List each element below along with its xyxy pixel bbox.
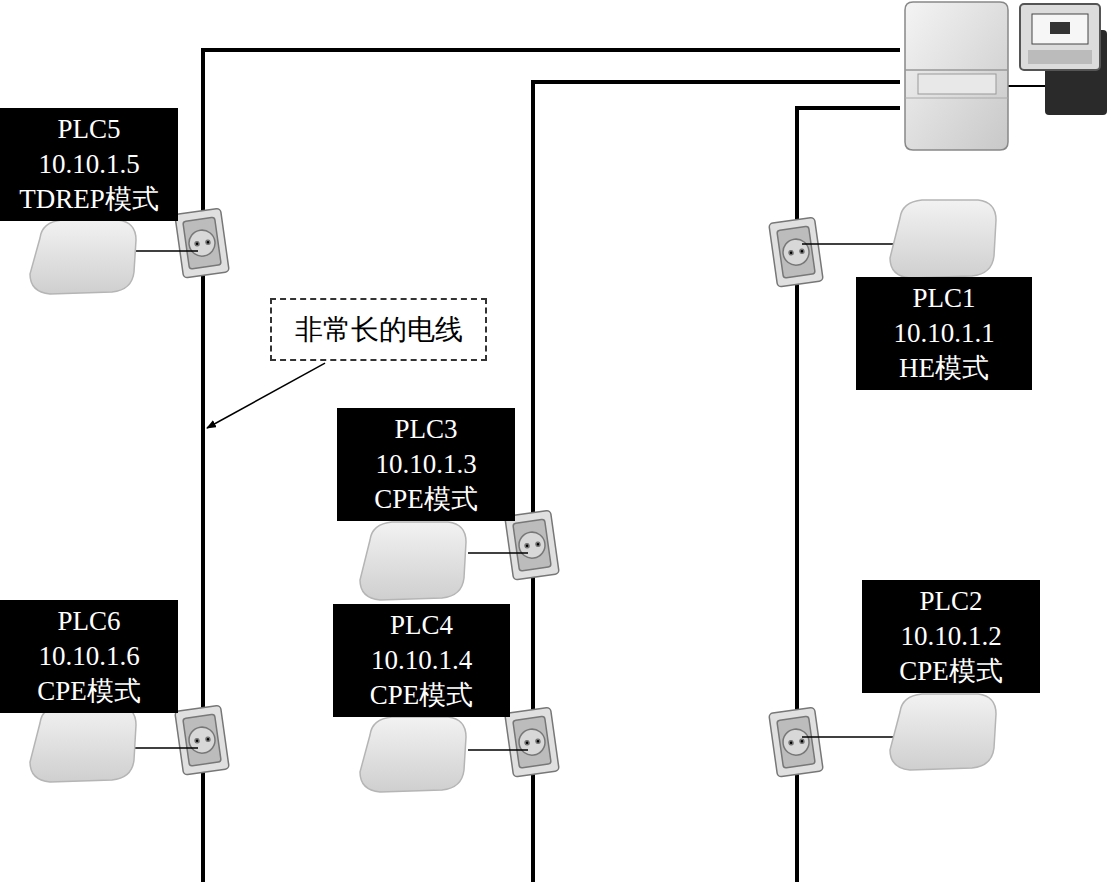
leader-arrow <box>207 363 325 428</box>
callout-text: 非常长的电线 <box>284 310 473 349</box>
device-label-box: PLC4 10.10.1.4 CPE模式 <box>333 604 510 717</box>
wall-sockets <box>175 208 823 777</box>
device-label-box: PLC3 10.10.1.3 CPE模式 <box>337 408 515 521</box>
device-label: PLC5 10.10.1.5 TDREP模式 <box>13 112 165 217</box>
device-label: PLC6 10.10.1.6 CPE模式 <box>13 604 165 709</box>
device-label-box: PLC6 10.10.1.6 CPE模式 <box>0 600 178 713</box>
device-label-box: PLC5 10.10.1.5 TDREP模式 <box>0 108 178 221</box>
distribution-box <box>905 2 1008 150</box>
device-label: PLC3 10.10.1.3 CPE模式 <box>350 412 502 517</box>
electric-meter <box>1020 4 1107 115</box>
power-wires <box>203 50 1050 882</box>
device-label: PLC2 10.10.1.2 CPE模式 <box>875 584 1027 689</box>
device-label: PLC1 10.10.1.1 HE模式 <box>869 281 1019 386</box>
device-label-box: PLC1 10.10.1.1 HE模式 <box>856 277 1032 390</box>
adapter-cords <box>135 244 893 750</box>
callout-box: 非常长的电线 <box>270 298 487 361</box>
device-label-box: PLC2 10.10.1.2 CPE模式 <box>862 580 1040 693</box>
device-label: PLC4 10.10.1.4 CPE模式 <box>346 608 497 713</box>
